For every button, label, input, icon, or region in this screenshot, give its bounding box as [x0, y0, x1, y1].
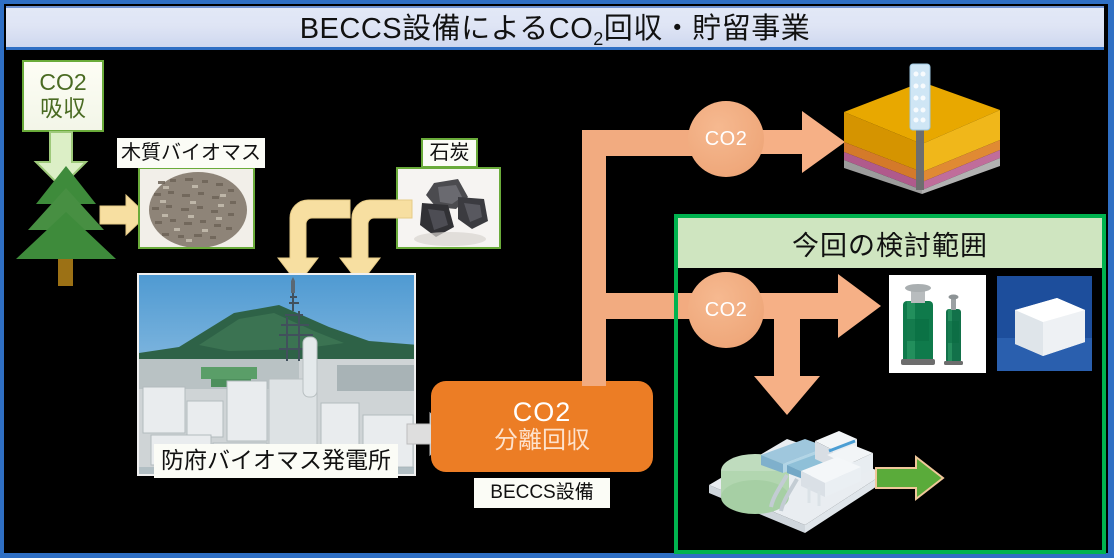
- absorption-down-arrow-icon: [33, 131, 89, 189]
- woody-biomass-photo: [138, 167, 255, 249]
- study-scope-header: 今回の検討範囲: [678, 218, 1102, 268]
- dry-ice-photo: [997, 276, 1092, 371]
- capture-subtitle: 分離回収: [494, 427, 590, 455]
- coal-label: 石炭: [421, 138, 478, 168]
- co2-absorption-label: CO2 吸収: [22, 60, 104, 132]
- co2-utilization-facility-illustration: [701, 409, 893, 534]
- study-scope-frame: [674, 214, 1106, 554]
- co2-pipe-trunk: [582, 130, 606, 386]
- co2-badge-utilization: CO2: [688, 272, 764, 348]
- woody-biomass-label: 木質バイオマス: [117, 138, 265, 168]
- underground-storage-illustration: [826, 60, 1006, 194]
- title-suffix: 回収・貯留事業: [603, 13, 811, 46]
- biomass-feed-pipe-arrow-icon: [272, 199, 351, 286]
- coal-feed-pipe-arrow-icon: [334, 199, 413, 286]
- title-prefix: BECCS設備によるCO: [299, 13, 594, 46]
- co2-absorb-line1: CO2: [39, 69, 87, 96]
- diagram-title-bar: BECCS設備によるCO2回収・貯留事業: [6, 6, 1104, 50]
- co2-to-storage-arrow-icon: [698, 109, 846, 175]
- co2-to-facility-arrow-icon: [752, 304, 822, 416]
- capture-title: CO2: [512, 397, 572, 428]
- coal-photo: [396, 167, 501, 249]
- beccs-equipment-label: BECCS設備: [474, 478, 610, 508]
- title-subscript: 2: [593, 28, 604, 49]
- biomass-flow-arrow-icon: [99, 193, 148, 237]
- co2-capture-box: CO2 分離回収: [431, 381, 653, 472]
- co2-absorb-line2: 吸収: [40, 95, 86, 121]
- co2-badge-storage: CO2: [688, 101, 764, 177]
- page-title: BECCS設備によるCO2回収・貯留事業: [300, 5, 811, 50]
- product-output-arrow-icon: [875, 454, 945, 502]
- tree-icon: [8, 164, 124, 286]
- co2-cylinders-photo: [889, 275, 986, 373]
- power-plant-label: 防府バイオマス発電所: [154, 444, 398, 478]
